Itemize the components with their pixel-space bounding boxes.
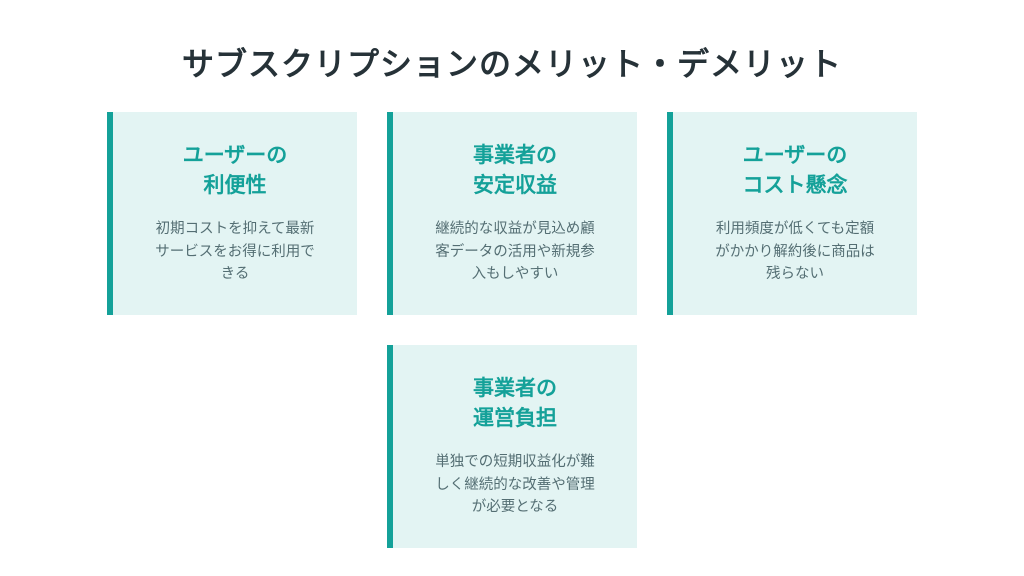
card-user-cost-concern: ユーザーの コスト懸念 利用頻度が低くても定額 がかかり解約後に商品は 残らない [667, 112, 917, 315]
card-business-stable-revenue: 事業者の 安定収益 継続的な収益が見込め顧 客データの活用や新規参 入もしやすい [387, 112, 637, 315]
card-title: 事業者の 運営負担 [473, 376, 557, 430]
card-business-operational-burden: 事業者の 運営負担 単独での短期収益化が難 しく継続的な改善や管理 が必要となる [387, 345, 637, 548]
card-title: 事業者の 安定収益 [473, 143, 557, 197]
card-title: ユーザーの 利便性 [182, 143, 288, 197]
card-description: 単独での短期収益化が難 しく継続的な改善や管理 が必要となる [435, 454, 595, 515]
card-description: 利用頻度が低くても定額 がかかり解約後に商品は 残らない [715, 221, 875, 282]
card-title: ユーザーの コスト懸念 [742, 143, 848, 197]
card-description: 初期コストを抑えて最新 サービスをお得に利用で きる [155, 221, 315, 282]
card-user-convenience: ユーザーの 利便性 初期コストを抑えて最新 サービスをお得に利用で きる [107, 112, 357, 315]
page-title: サブスクリプションのメリット・デメリット [181, 45, 842, 83]
card-description: 継続的な収益が見込め顧 客データの活用や新規参 入もしやすい [435, 221, 595, 282]
